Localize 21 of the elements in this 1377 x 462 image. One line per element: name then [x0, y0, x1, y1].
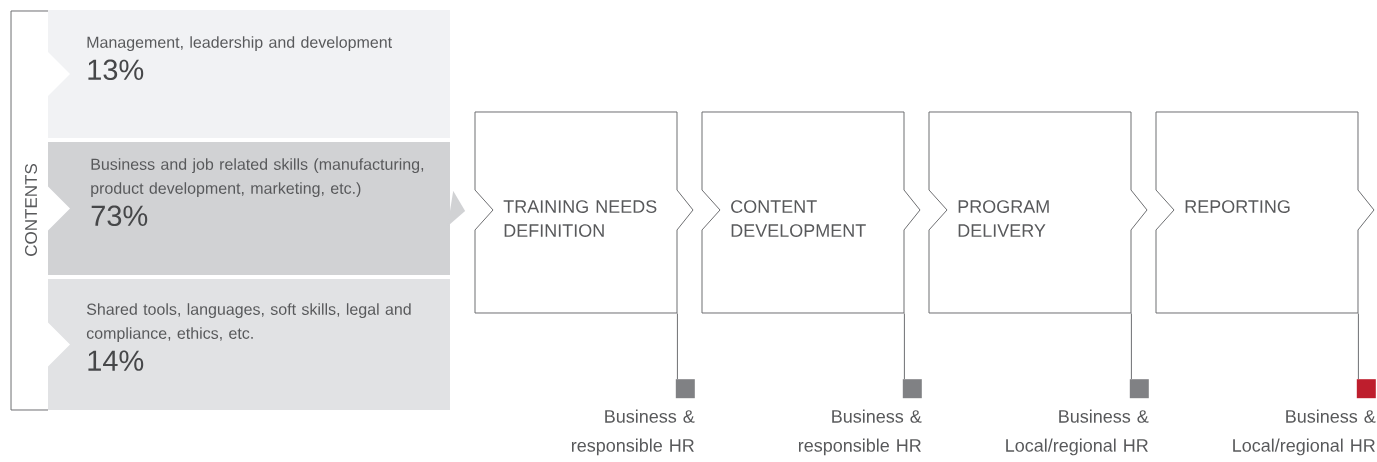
- arrow: [447, 191, 466, 227]
- marker-square: [675, 379, 695, 399]
- role-label: Business & responsible HR: [798, 409, 922, 456]
- connector-line: [1357, 312, 1359, 380]
- process-step: REPORTING: [1155, 111, 1375, 314]
- process-step: PROGRAM DELIVERY: [928, 111, 1148, 314]
- category-band: Management, leadership and development 13%: [48, 10, 450, 138]
- category-band: Shared tools, languages, soft skills, legal and compliance, ethics, etc. 14%: [48, 279, 450, 410]
- process-step: CONTENT DEVELOPMENT: [701, 111, 921, 314]
- connector-line: [903, 312, 905, 380]
- role-label: Business & responsible HR: [571, 409, 695, 456]
- role-label: Business & Local/regional HR: [1006, 409, 1149, 456]
- vertical-label: CONTENTS: [25, 164, 38, 256]
- process-step: TRAINING NEEDS DEFINITION: [474, 111, 694, 314]
- role-label: Business & Local/regional HR: [1233, 409, 1376, 456]
- connector-line: [676, 312, 678, 380]
- marker-square: [1356, 379, 1376, 399]
- connector-line: [1130, 312, 1132, 380]
- category-band: Business and job related skills (manufacturing, product development, marketing, etc.) 73%: [48, 142, 450, 275]
- marker-square: [902, 379, 922, 399]
- marker-square: [1129, 379, 1149, 399]
